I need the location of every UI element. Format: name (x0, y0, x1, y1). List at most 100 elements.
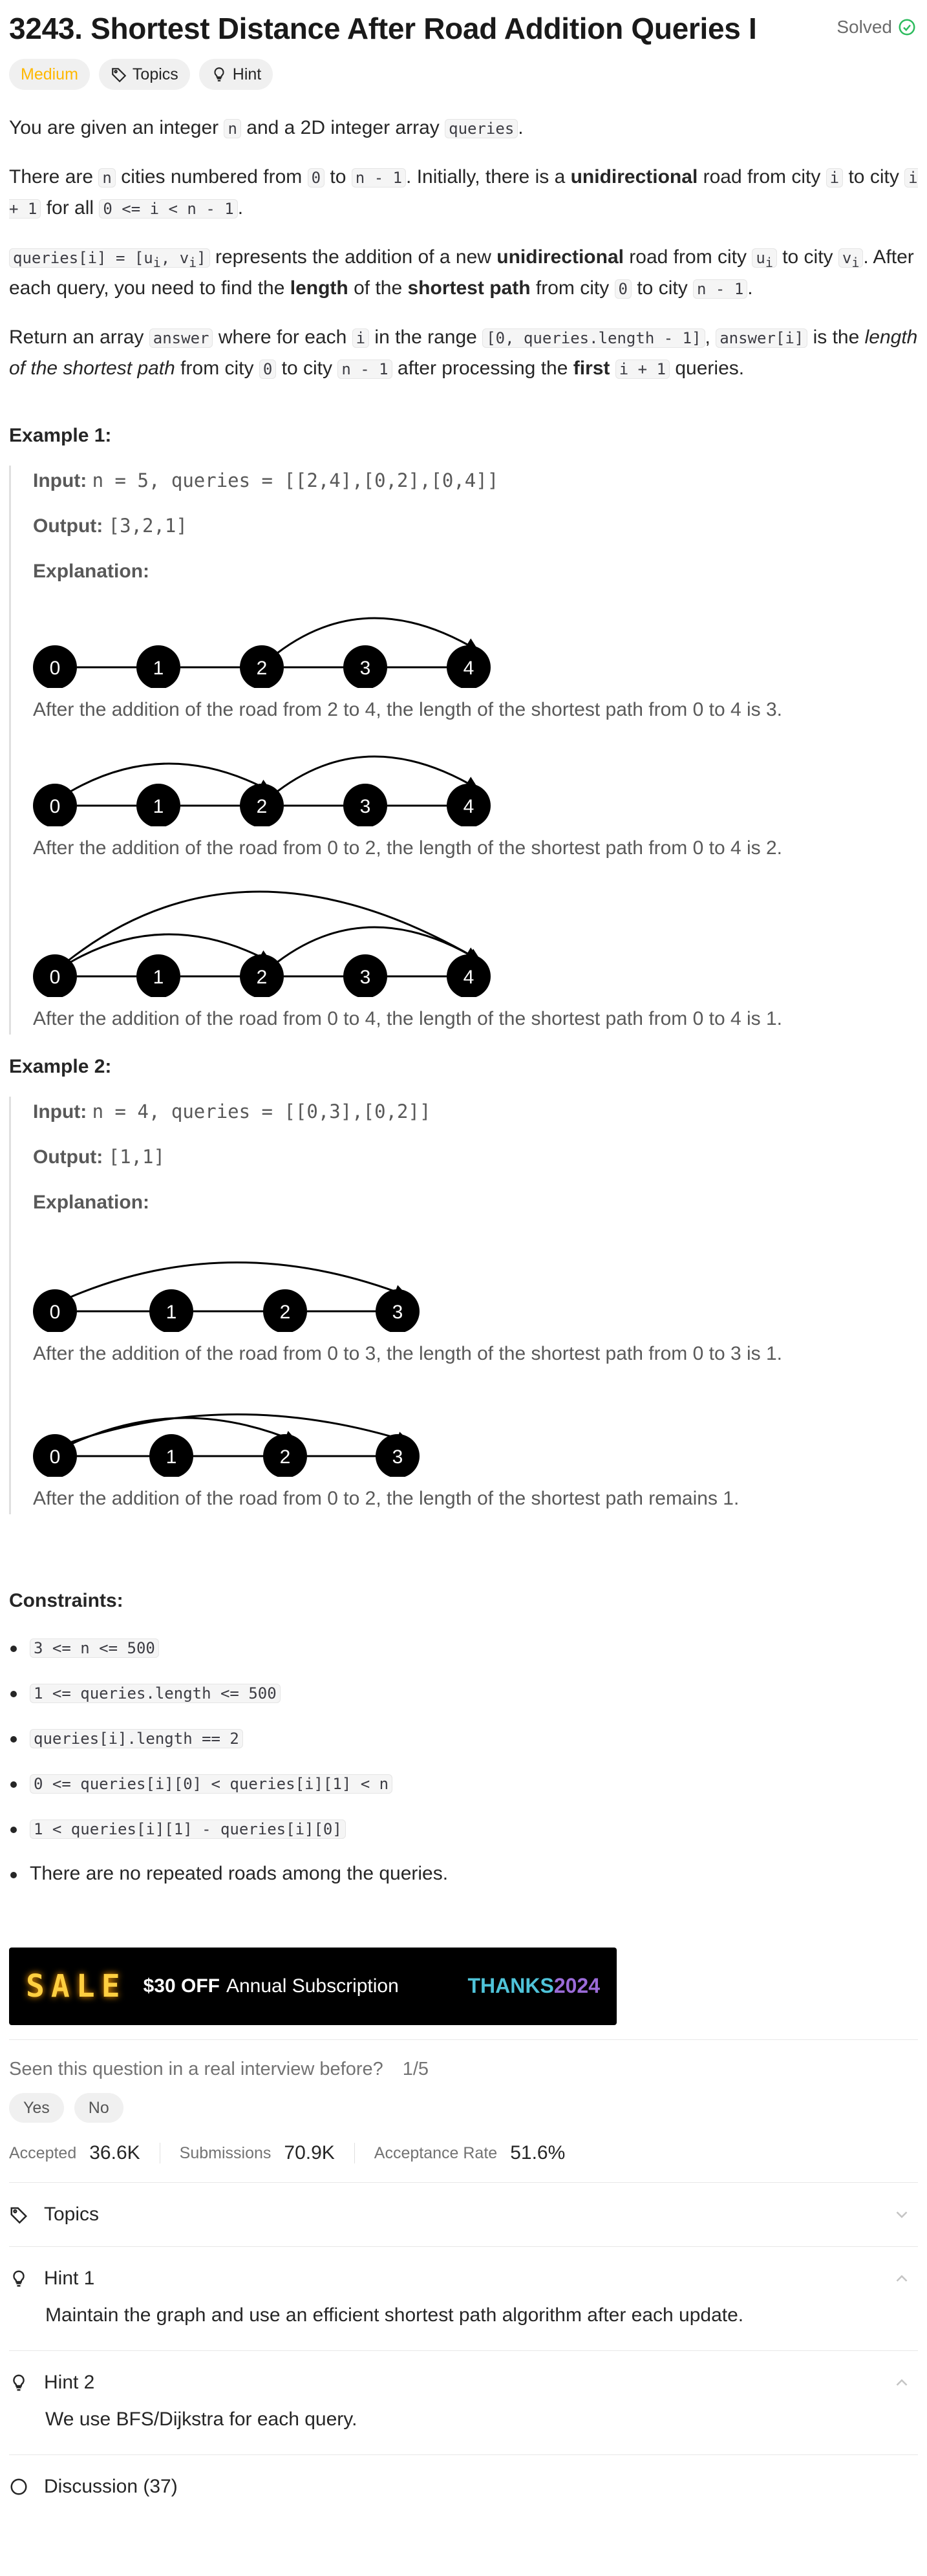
tag-row: Medium Topics Hint (9, 57, 918, 92)
example-1-title: Example 1: (9, 425, 112, 446)
stats-separator (354, 2143, 355, 2164)
interview-count: 1/5 (402, 2059, 429, 2079)
example-1-caption-1: After the addition of the road from 2 to… (33, 699, 783, 720)
constraint-item: 0 <= queries[i][0] < queries[i][1] < n (9, 1768, 918, 1799)
graph-node-label: 1 (153, 967, 164, 988)
desc-paragraph-1: You are given an integer n and a 2D inte… (9, 117, 524, 138)
hint-tag-label: Hint (232, 65, 262, 83)
graph-node (136, 645, 180, 688)
graph-node-label: 4 (464, 658, 474, 679)
sale-text: SALE (26, 1968, 127, 2004)
graph-node-label: 2 (280, 1302, 291, 1323)
interview-question: Seen this question in a real interview b… (9, 2054, 918, 2084)
hint-tag[interactable]: Hint (198, 59, 273, 90)
graph-ex2-step2: 0 1 2 3 (33, 1413, 420, 1477)
graph-node-label: 2 (280, 1446, 291, 1468)
graph-node-label: 2 (257, 796, 268, 817)
graph-node-label: 0 (50, 1446, 61, 1468)
solved-label: Solved (836, 17, 892, 37)
example-1-explanation-label: Explanation: (33, 561, 150, 582)
tag-icon (112, 68, 127, 83)
example-2-title: Example 2: (9, 1056, 112, 1077)
topics-tag[interactable]: Topics (98, 59, 190, 90)
chevron-up-icon (896, 2275, 908, 2282)
interview-answer-buttons: Yes No (9, 2093, 918, 2123)
graph-node (343, 954, 387, 997)
graph-node (447, 784, 491, 826)
graph-node (376, 1434, 420, 1477)
constraints-list: 3 <= n <= 500 1 <= queries.length <= 500… (9, 1632, 918, 1889)
example-2-input: Input: n = 4, queries = [[0,3],[0,2]] (33, 1100, 431, 1122)
topics-tag-label: Topics (132, 65, 178, 83)
graph-node (33, 1434, 77, 1477)
graph-node-label: 3 (360, 796, 371, 817)
graph-node (240, 784, 284, 826)
divider (9, 2454, 918, 2456)
graph-node-label: 3 (392, 1446, 403, 1468)
desc-paragraph-2: There are n cities numbered from 0 to n … (9, 166, 918, 219)
acceptance-rate-label: Acceptance Rate (374, 2144, 498, 2163)
graph-node (263, 1289, 307, 1332)
difficulty-badge[interactable]: Medium (9, 59, 90, 90)
lightbulb-icon (214, 67, 224, 81)
graph-node (33, 784, 77, 826)
example-1-output: Output: [3,2,1] (33, 515, 187, 537)
divider (9, 2350, 918, 2352)
promo-banner[interactable]: SALE $30 OFF Annual Subscription THANKS2… (9, 1948, 617, 2025)
promo-code: THANKS2024 (467, 1974, 600, 1998)
tag-icon (10, 2207, 28, 2224)
graph-node-label: 1 (166, 1446, 177, 1468)
lightbulb-icon (13, 2270, 25, 2287)
lightbulb-icon (13, 2374, 25, 2391)
subscription-text: Annual Subscription (226, 1975, 399, 1997)
graph-node-label: 0 (50, 1302, 61, 1323)
discussion-section[interactable]: Discussion (37) (9, 2455, 918, 2518)
divider (9, 2246, 918, 2248)
graph-node-label: 2 (257, 658, 268, 679)
graph-node-label: 0 (50, 658, 61, 679)
check-circle-icon (899, 19, 915, 36)
chevron-up-icon (896, 2379, 908, 2387)
constraints-title: Constraints: (9, 1590, 123, 1611)
graph-node (33, 645, 77, 688)
chevron-down-icon (896, 2211, 908, 2218)
graph-node (240, 645, 284, 688)
hint-2-section[interactable]: Hint 2 (9, 2351, 918, 2414)
desc-paragraph-4: Return an array answer where for each i … (9, 327, 918, 379)
submissions-value: 70.9K (284, 2142, 335, 2164)
comment-icon (10, 2478, 27, 2495)
no-button[interactable]: No (74, 2093, 123, 2123)
example-2: Input: n = 4, queries = [[0,3],[0,2]] Ou… (9, 1097, 918, 1514)
problem-description: You are given an integer n and a 2D inte… (9, 113, 918, 384)
hint-1-section[interactable]: Hint 1 (9, 2247, 918, 2310)
solved-status: Solved (836, 13, 917, 42)
example-2-explanation-label: Explanation: (33, 1192, 150, 1213)
yes-button[interactable]: Yes (9, 2093, 64, 2123)
constraint-item: There are no repeated roads among the qu… (9, 1858, 918, 1889)
constraint-item: 1 < queries[i][1] - queries[i][0] (9, 1813, 918, 1844)
graph-node (149, 1434, 193, 1477)
graph-node (343, 784, 387, 826)
hint-1-body: Maintain the graph and use an efficient … (45, 2304, 744, 2326)
graph-node-label: 0 (50, 967, 61, 988)
hint-1-label: Hint 1 (44, 2268, 95, 2290)
topics-section[interactable]: Topics (9, 2183, 918, 2246)
hint-2-body: We use BFS/Dijkstra for each query. (45, 2409, 357, 2431)
graph-node-label: 3 (392, 1302, 403, 1323)
graph-node-label: 3 (360, 967, 371, 988)
graph-node (447, 645, 491, 688)
constraint-item: queries[i].length == 2 (9, 1723, 918, 1754)
example-1-caption-2: After the addition of the road from 0 to… (33, 837, 783, 859)
example-1-input: Input: n = 5, queries = [[2,4],[0,2],[0,… (33, 469, 499, 491)
submissions-label: Submissions (179, 2144, 272, 2163)
desc-paragraph-3: queries[i] = [ui, vi] represents the add… (9, 246, 914, 299)
problem-title[interactable]: 3243. Shortest Distance After Road Addit… (9, 12, 757, 45)
graph-node (149, 1289, 193, 1332)
stats-row: Accepted 36.6K Submissions 70.9K Accepta… (9, 2137, 918, 2169)
graph-node (33, 1289, 77, 1332)
discount-text: $30 OFF (143, 1975, 220, 1997)
graph-node-label: 3 (360, 658, 371, 679)
